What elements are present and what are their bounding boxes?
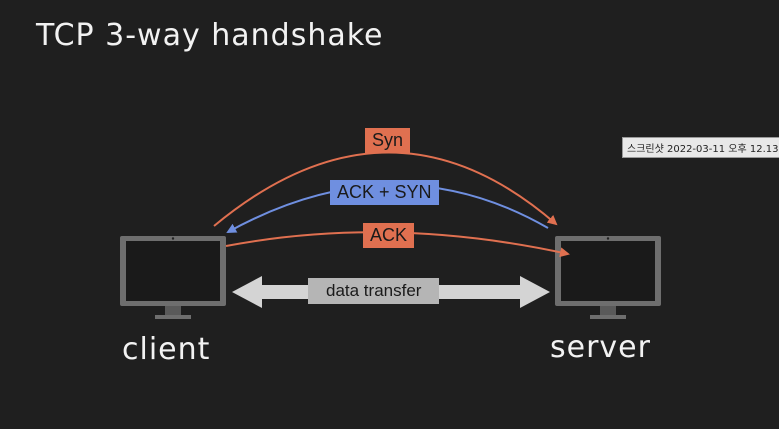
ack-syn-label: ACK + SYN [330, 180, 439, 205]
server-monitor-icon [555, 236, 661, 319]
data-transfer-label: data transfer [308, 278, 440, 304]
diagram-title: TCP 3-way handshake [36, 18, 384, 53]
ack-label: ACK [363, 223, 415, 248]
screenshot-caption: 스크린샷 2022-03-11 오후 12.13 [622, 137, 779, 158]
syn-label: Syn [365, 128, 411, 153]
client-monitor-icon [120, 236, 226, 319]
server-label: server [550, 330, 651, 365]
client-label: client [122, 332, 211, 367]
